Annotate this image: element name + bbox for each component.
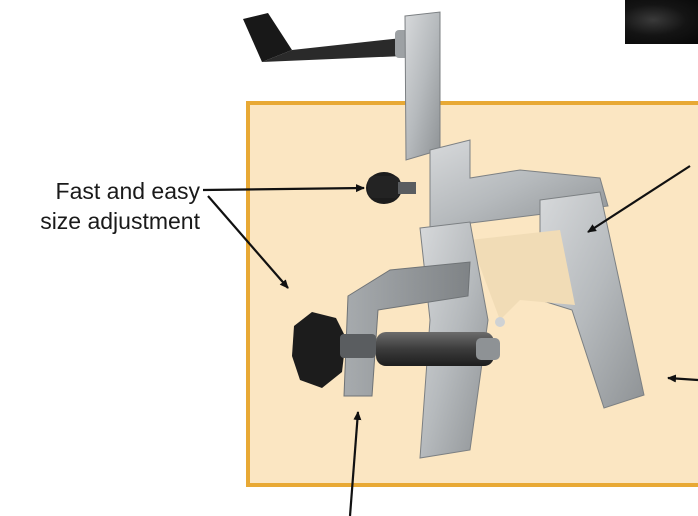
vertical-arm [404,11,441,161]
arrow-icon-group [202,165,698,516]
arrow-to-body [587,165,691,233]
crank-handle-icon [243,13,413,62]
arrow-to-clamp [348,411,362,516]
lower-adjustment-knob-icon [292,312,376,388]
caption-line-1: Fast and easy [55,178,200,204]
arrow-to-upper-knob [202,184,365,193]
arch-shadow [470,230,575,320]
corner-photo-fragment [625,0,698,44]
roller-icon [376,317,505,366]
caption-line-2: size adjustment [40,208,200,234]
arrow-to-lower-knob [207,195,289,289]
upper-adjustment-knob-icon [366,172,416,204]
front-clamp [343,261,471,397]
arrow-to-right-leg [667,374,698,383]
